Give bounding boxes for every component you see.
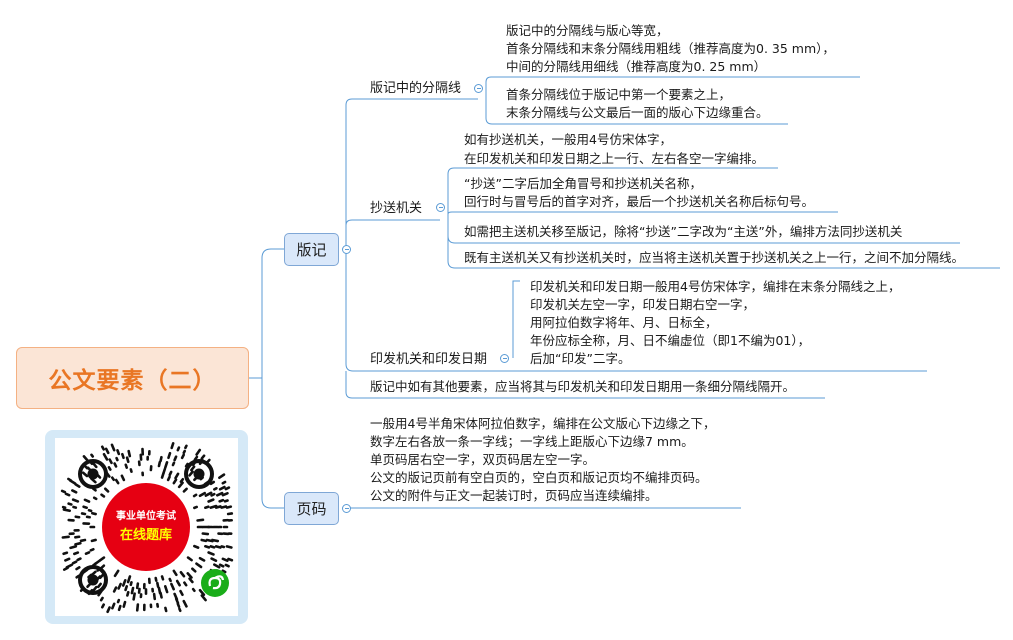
leaf-text: 如需把主送机关移至版记，除将“抄送”二字改为“主送”外，编排方法同抄送机关	[464, 224, 903, 239]
mini-program-code-icon: 事业单位考试 在线题库	[60, 442, 234, 614]
connector-fengexian-2	[485, 99, 788, 125]
connector-chaosong-4	[447, 220, 1000, 269]
qr-code-panel[interactable]: 事业单位考试 在线题库	[45, 430, 248, 624]
qr-line2: 在线题库	[120, 527, 172, 543]
topic-other[interactable]: 版记中如有其他要素，应当将其与印发机关和印发日期用一条细分隔线隔开。	[370, 379, 796, 394]
collapse-toggle-chaosong[interactable]	[436, 203, 445, 212]
leaf-text: 版记中的分隔线与版心等宽，	[506, 23, 669, 38]
leaf-text: 首条分隔线位于版记中第一个要素之上，	[506, 87, 732, 102]
leaf-text: 在印发机关和印发日期之上一行、左右各空一字编排。	[464, 151, 765, 166]
connector-banji-other	[345, 371, 825, 399]
leaf-text: 既有主送机关又有抄送机关时，应当将主送机关置于抄送机关之上一行，之间不加分隔线。	[464, 250, 965, 265]
connector-chaosong-2	[447, 211, 838, 220]
leaf-text: 公文的版记页前有空白页的，空白页和版记页均不编排页码。	[370, 470, 708, 485]
collapse-toggle-banji[interactable]	[342, 245, 351, 254]
collapse-toggle-yema[interactable]	[342, 504, 351, 513]
connector-fengexian-1	[485, 76, 860, 99]
root-title: 公文要素（二）	[48, 368, 217, 394]
leaf-text: 单页码居右空一字，双页码居左空一字。	[370, 452, 596, 467]
topic-yinfa[interactable]: 印发机关和印发日期	[370, 352, 488, 367]
leaf-text: 公文的附件与正文一起装订时，页码应当连续编排。	[370, 488, 658, 503]
qr-code-card: 事业单位考试 在线题库	[55, 438, 238, 616]
node-banji[interactable]: 版记	[284, 233, 339, 266]
leaf-text: 印发机关左空一字，印发日期右空一字，	[530, 297, 756, 312]
connector-root-yema	[261, 378, 284, 509]
node-banji-label: 版记	[296, 241, 327, 259]
leaf-text: 印发机关和印发日期一般用4号仿宋体字，编排在末条分隔线之上，	[530, 279, 901, 294]
leaf-text: 后加“印发”二字。	[530, 351, 631, 366]
leaf-text: 末条分隔线与公文最后一面的版心下边缘重合。	[506, 105, 769, 120]
leaf-text: 一般用4号半角宋体阿拉伯数字，编排在公文版心下边缘之下，	[370, 416, 716, 431]
topic-chaosong[interactable]: 抄送机关	[370, 201, 423, 216]
leaf-text: 年份应标全称，月、日不编虚位（即1不编为01），	[530, 333, 811, 348]
connector-banji-yinfa	[345, 249, 927, 372]
connector-chaosong-1	[447, 167, 778, 220]
leaf-text: 如有抄送机关，一般用4号仿宋体字，	[464, 132, 672, 147]
collapse-toggle-yinfa[interactable]	[500, 354, 509, 363]
leaf-text: 首条分隔线和末条分隔线用粗线（推荐高度为0. 35 mm），	[506, 41, 835, 56]
collapse-toggle-fengexian[interactable]	[474, 84, 483, 93]
connector-banji-fengexian	[345, 98, 478, 249]
leaf-text: 用阿拉伯数字将年、月、日标全，	[530, 315, 718, 330]
node-yema-label: 页码	[296, 500, 327, 518]
mini-program-logo-icon	[201, 569, 229, 597]
connector-root-banji	[249, 248, 284, 379]
root-node[interactable]: 公文要素（二）	[16, 347, 249, 409]
leaf-text: 回行时与冒号后的首字对齐，最后一个抄送机关名称后标句号。	[464, 194, 815, 209]
connector-banji-chaosong	[345, 219, 440, 249]
leaf-text: 数字左右各放一条一字线；一字线上距版心下边缘7 mm。	[370, 434, 694, 449]
node-yema[interactable]: 页码	[284, 492, 339, 525]
leaf-text: 中间的分隔线用细线（推荐高度为0. 25 mm）	[506, 59, 767, 74]
connector-yinfa-1	[512, 280, 520, 358]
topic-fengexian[interactable]: 版记中的分隔线	[370, 81, 462, 96]
qr-line1: 事业单位考试	[116, 509, 176, 522]
leaf-text: “抄送”二字后加全角冒号和抄送机关名称，	[464, 176, 702, 191]
